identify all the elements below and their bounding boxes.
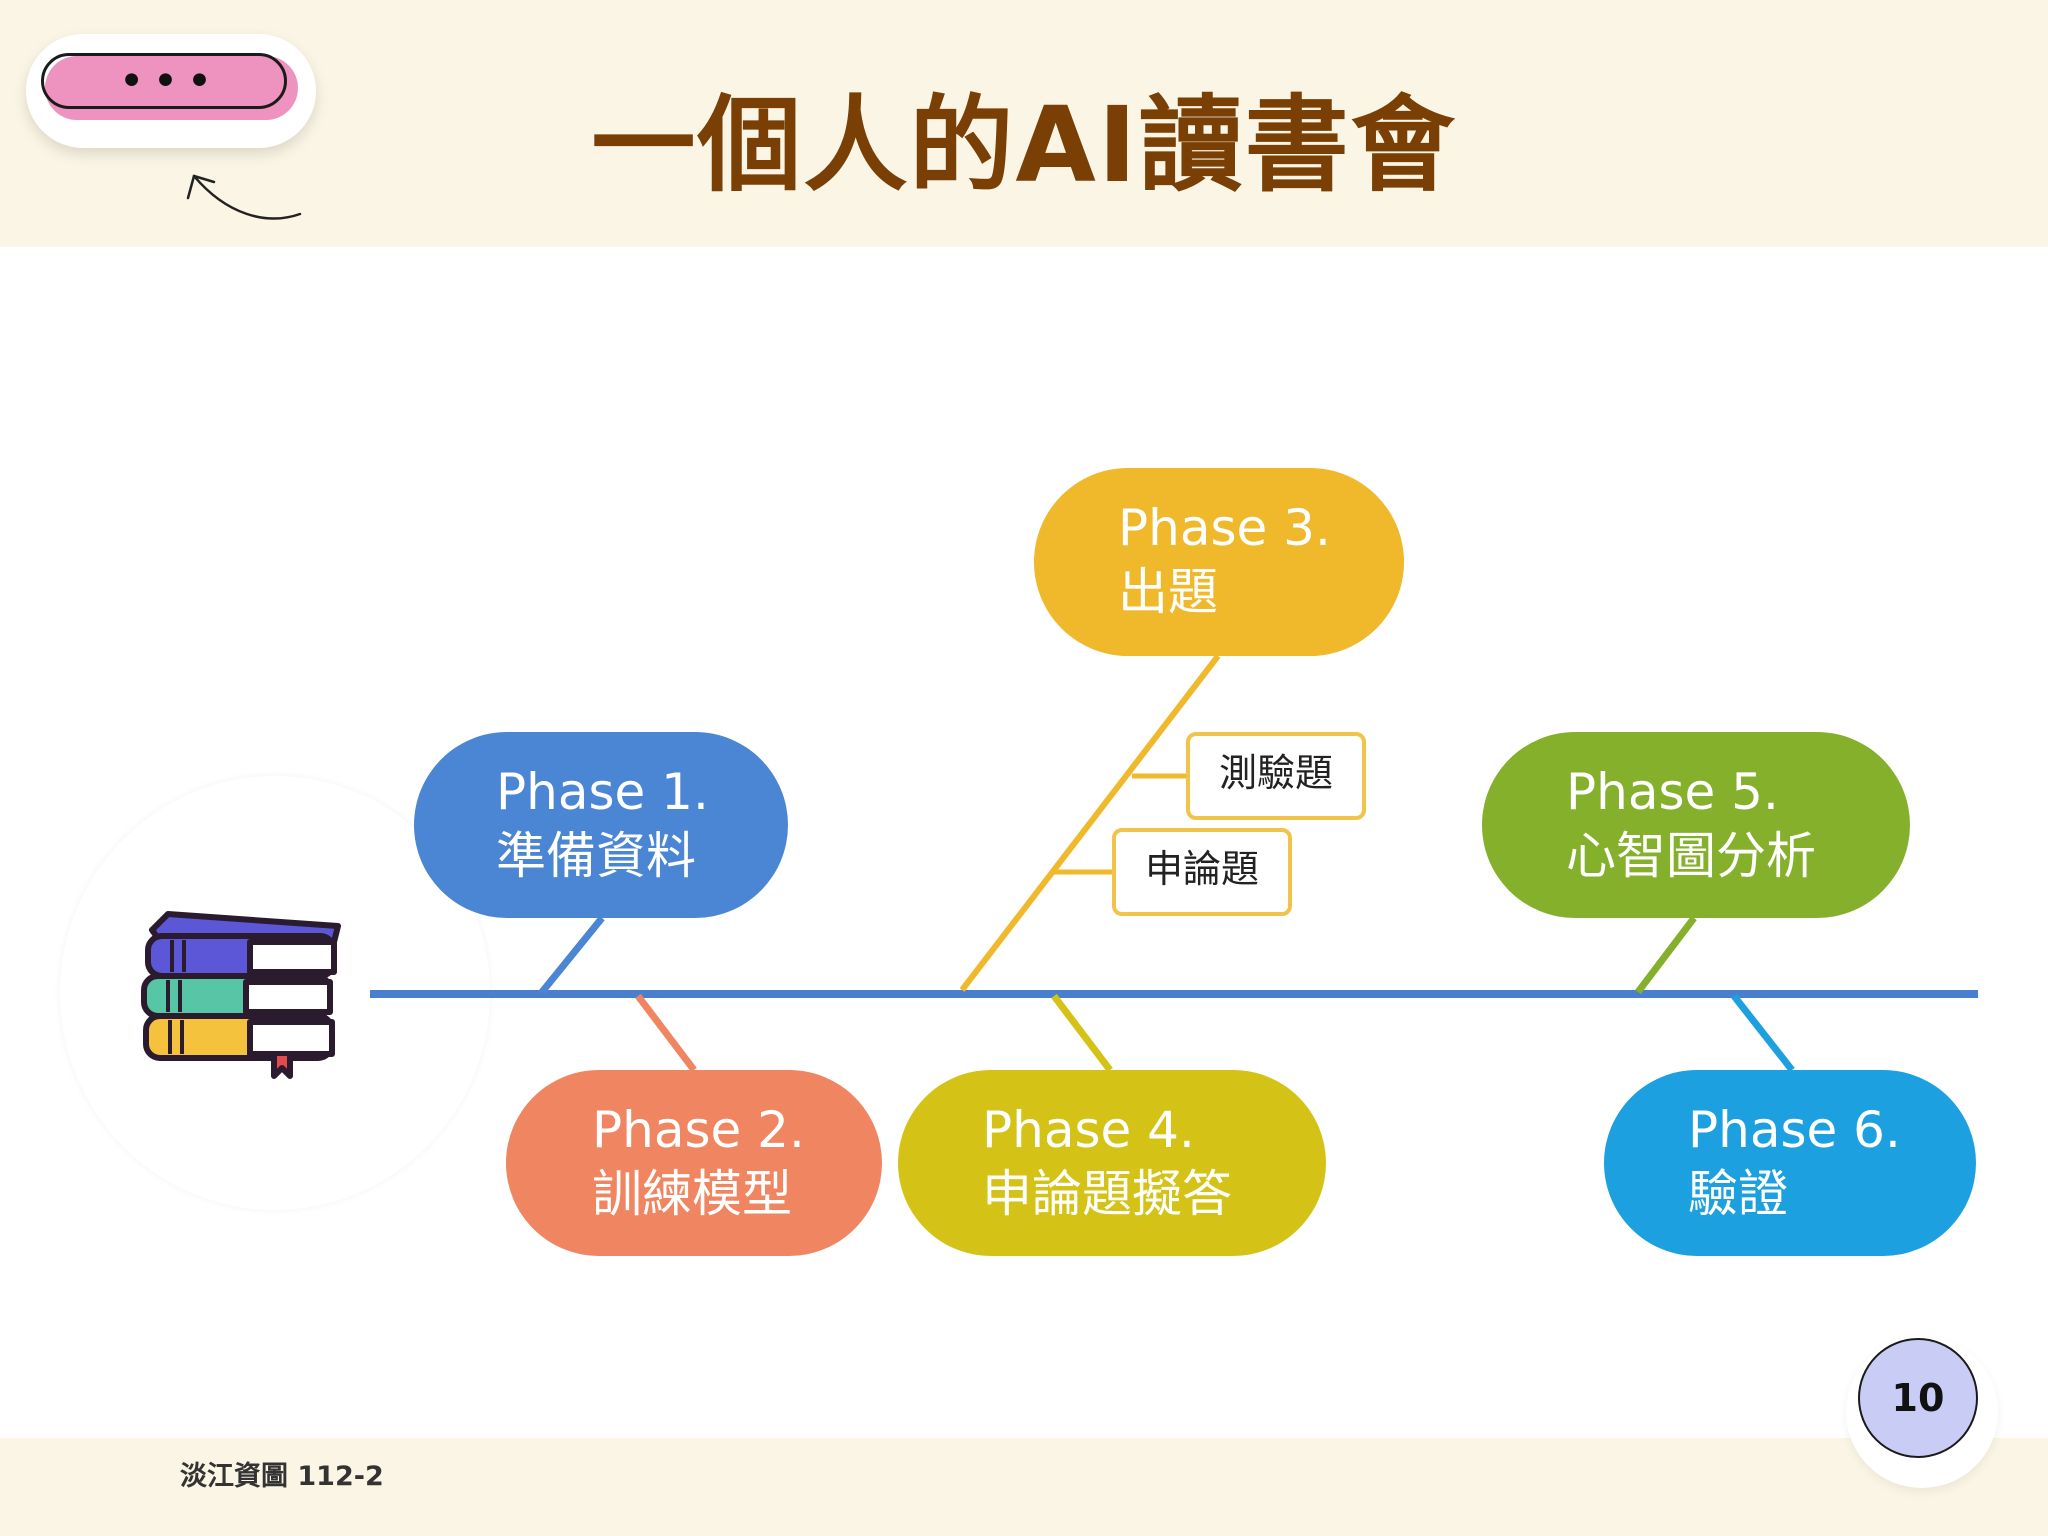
hand-drawn-arrow-icon [186,174,302,220]
connector-phase6 [1731,993,1795,1073]
connector-phase5 [1635,915,1697,995]
phase-6-label: Phase 6. [1688,1101,1901,1159]
connector-phase3 [959,654,1221,992]
phase-4-box: Phase 4. 申論題擬答 [898,1070,1326,1256]
phase-6-box: Phase 6. 驗證 [1604,1070,1976,1256]
phase-5-label: Phase 5. [1566,763,1779,821]
phase-1-title: 準備資料 [496,827,696,885]
menu-pill [45,56,298,120]
page-number-badge: 10 [1858,1338,1978,1458]
phase-3-title: 出題 [1118,563,1218,621]
connector-phase2 [635,993,697,1073]
phase-2-label: Phase 2. [592,1101,805,1159]
phase-6-title: 驗證 [1688,1165,1788,1223]
phase-1-label: Phase 1. [496,763,709,821]
footer-band [0,1438,2048,1536]
menu-pill-outline [41,53,287,109]
phase-5-box: Phase 5. 心智圖分析 [1482,732,1910,918]
connector-phase1 [539,915,605,995]
menu-button[interactable]: ••• [26,34,316,148]
phase-2-title: 訓練模型 [592,1165,792,1223]
connector-phase4 [1051,993,1113,1073]
footer-label: 淡江資圖 112-2 [180,1461,384,1492]
phase-4-title: 申論題擬答 [982,1165,1232,1223]
phase-4-label: Phase 4. [982,1101,1195,1159]
page-title: 一個人的AI讀書會 [591,84,1457,206]
phase-3-box: Phase 3. 出題 [1034,468,1404,656]
phase-2-box: Phase 2. 訓練模型 [506,1070,882,1256]
phase-1-box: Phase 1. 準備資料 [414,732,788,918]
more-dots-icon: ••• [118,56,221,107]
phase-3-label: Phase 3. [1118,499,1331,557]
subtopic-essay: 申論題 [1112,828,1292,916]
stack-of-books-icon [141,911,341,1079]
header-band [0,0,2048,247]
phase-5-title: 心智圖分析 [1566,827,1816,885]
subtopic-multiple-choice: 測驗題 [1186,732,1366,820]
